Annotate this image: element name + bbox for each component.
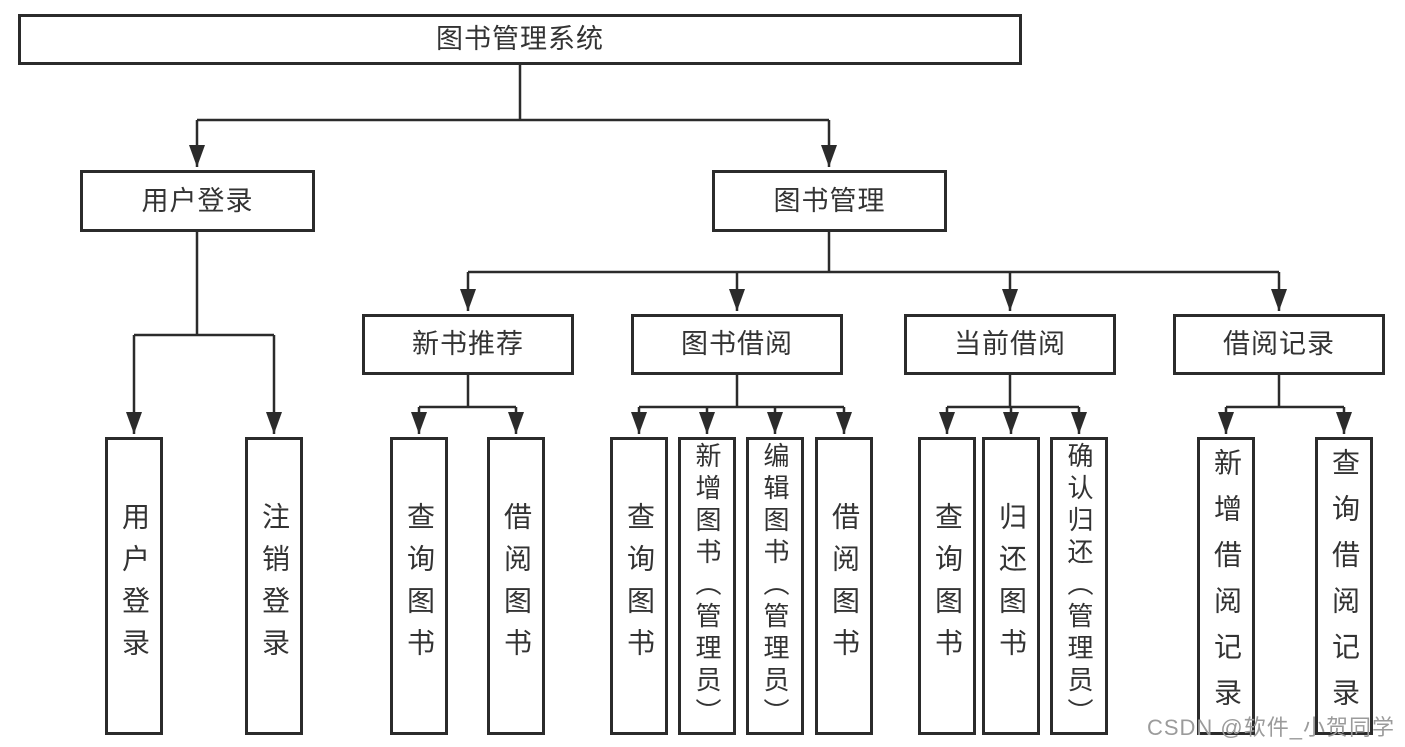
leaf-user-login: 用户登录 — [105, 437, 163, 735]
node-new-book-recommendation: 新书推荐 — [362, 314, 574, 375]
node-borrowing-records: 借阅记录 — [1173, 314, 1385, 375]
tree-rails — [134, 65, 1344, 409]
leaf-query-books-recommend: 查询图书 — [390, 437, 448, 735]
node-book-management: 图书管理 — [712, 170, 947, 232]
csdn-watermark: CSDN @软件_小贺同学 — [1146, 715, 1395, 740]
node-current-borrowing: 当前借阅 — [904, 314, 1116, 375]
tree-arrows — [126, 120, 1352, 434]
leaf-confirm-return-admin: 确认归还（管理员） — [1050, 437, 1108, 735]
node-book-borrowing: 图书借阅 — [631, 314, 843, 375]
leaf-edit-books-admin: 编辑图书（管理员） — [746, 437, 804, 735]
leaf-add-borrow-record: 新增借阅记录 — [1197, 437, 1255, 735]
leaf-return-books: 归还图书 — [982, 437, 1040, 735]
node-user-login: 用户登录 — [80, 170, 315, 232]
leaf-logout: 注销登录 — [245, 437, 303, 735]
node-book-management-system: 图书管理系统 — [18, 14, 1022, 65]
leaf-borrow-books-recommend: 借阅图书 — [487, 437, 545, 735]
leaf-query-books-borrowing: 查询图书 — [610, 437, 668, 735]
leaf-add-books-admin: 新增图书（管理员） — [678, 437, 736, 735]
leaf-borrow-books: 借阅图书 — [815, 437, 873, 735]
leaf-query-books-current: 查询图书 — [918, 437, 976, 735]
leaf-query-borrow-record: 查询借阅记录 — [1315, 437, 1373, 735]
